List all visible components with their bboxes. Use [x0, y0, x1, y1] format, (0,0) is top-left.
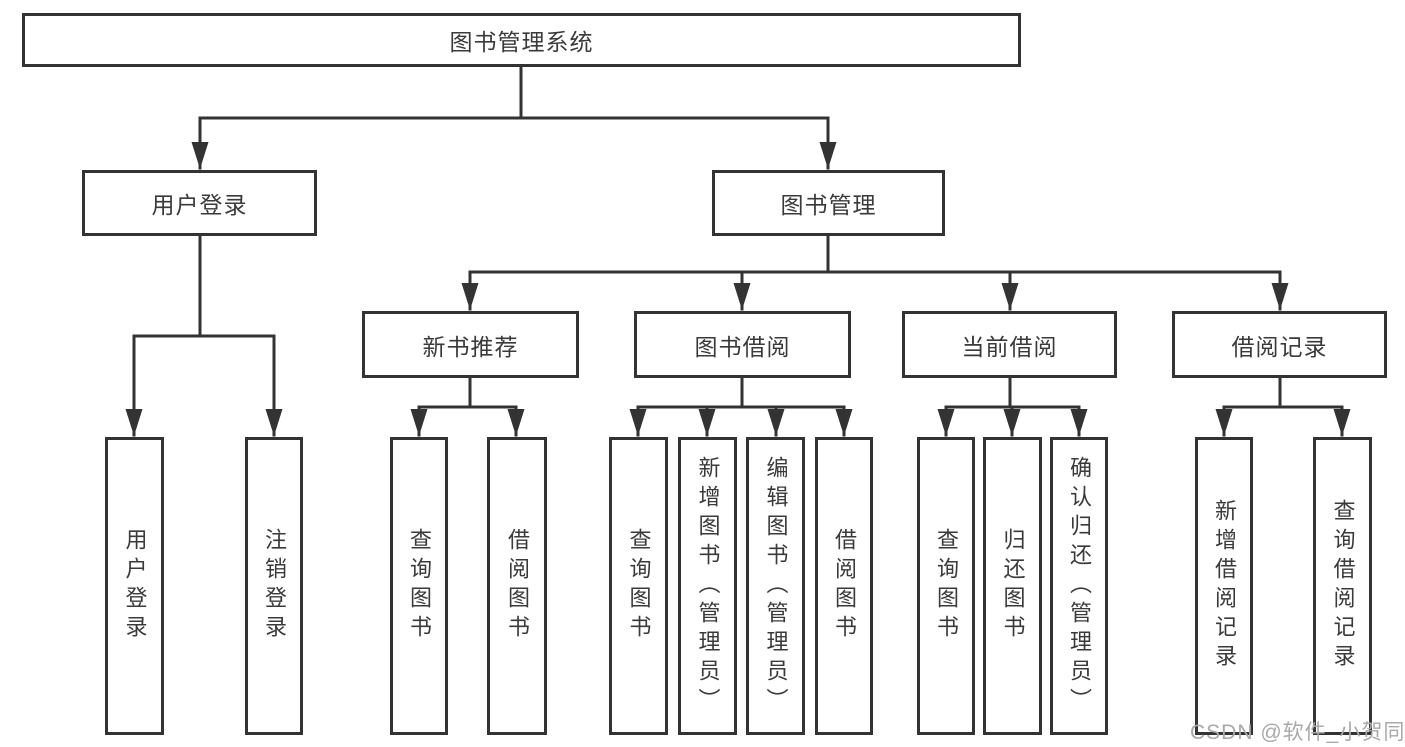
leaf-return-book: 归还图书: [983, 437, 1042, 735]
leaf-label: 确认归还（管理员）: [1067, 455, 1092, 717]
node-label: 借阅记录: [1231, 333, 1328, 360]
leaf-label: 查询借阅记录: [1330, 499, 1356, 673]
node-current-borrowing: 当前借阅: [902, 311, 1117, 378]
leaf-label: 查询图书: [626, 528, 652, 644]
leaf-logout: 注销登录: [245, 437, 303, 735]
node-label: 图书管理: [780, 192, 877, 218]
node-library-system: 图书管理系统: [22, 13, 1021, 67]
leaf-query-books-current: 查询图书: [917, 437, 975, 735]
leaf-user-login: 用户登录: [105, 437, 164, 735]
node-label: 图书管理系统: [449, 29, 594, 55]
leaf-label: 注销登录: [262, 528, 287, 644]
leaf-label: 借阅图书: [832, 528, 857, 644]
leaf-edit-book-admin: 编辑图书（管理员）: [746, 437, 805, 735]
leaf-confirm-return-admin: 确认归还（管理员）: [1050, 437, 1108, 735]
node-label: 图书借阅: [694, 333, 791, 360]
csdn-watermark: CSDN @软件_小贺同学: [1190, 721, 1405, 744]
leaf-borrow-books-recommend: 借阅图书: [487, 437, 547, 735]
node-label: 新书推荐: [422, 333, 519, 360]
leaf-label: 借阅图书: [505, 528, 530, 644]
leaf-label: 查询图书: [934, 528, 959, 644]
node-borrowing-records: 借阅记录: [1172, 311, 1387, 378]
leaf-query-books-borrow: 查询图书: [609, 437, 668, 735]
leaf-add-book-admin: 新增图书（管理员）: [678, 437, 737, 735]
leaf-label: 新增借阅记录: [1212, 499, 1237, 673]
leaf-label: 新增图书（管理员）: [695, 455, 721, 717]
leaf-borrow-books-borrow: 借阅图书: [815, 437, 873, 735]
node-book-management: 图书管理: [712, 170, 945, 236]
leaf-label: 编辑图书（管理员）: [763, 455, 789, 717]
node-label: 用户登录: [151, 192, 248, 218]
node-user-login: 用户登录: [82, 170, 317, 236]
leaf-query-borrow-record: 查询借阅记录: [1313, 437, 1372, 735]
leaf-label: 查询图书: [407, 528, 432, 644]
leaf-label: 归还图书: [1000, 528, 1026, 644]
leaf-label: 用户登录: [122, 528, 148, 644]
node-new-book-recommendation: 新书推荐: [362, 311, 579, 378]
leaf-add-borrow-record: 新增借阅记录: [1195, 437, 1253, 735]
node-label: 当前借阅: [961, 333, 1058, 360]
node-book-borrowing: 图书借阅: [634, 311, 851, 378]
leaf-query-books-recommend: 查询图书: [390, 437, 448, 735]
